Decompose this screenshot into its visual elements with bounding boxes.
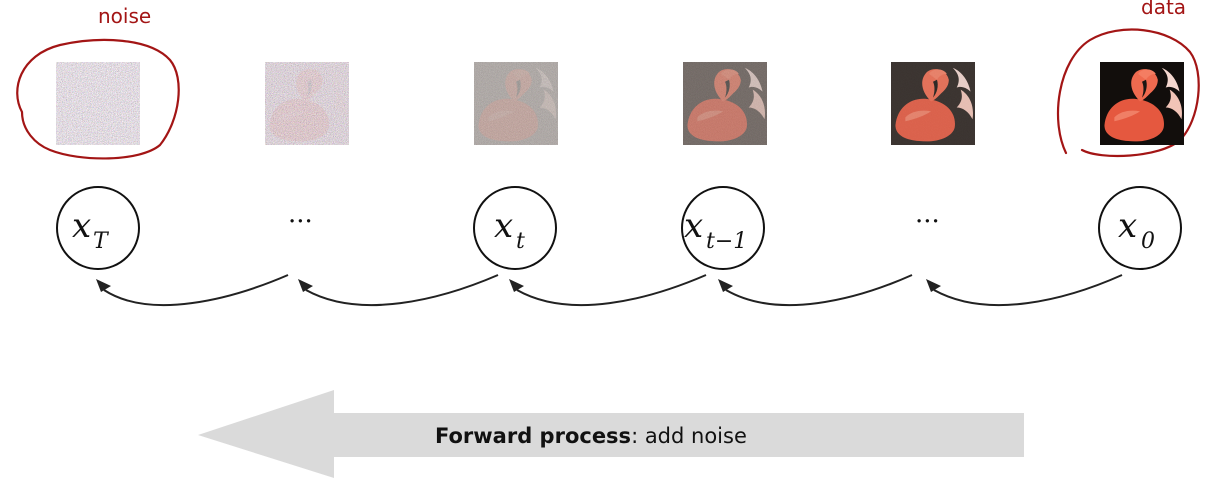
- node-x-0-base: x: [1118, 206, 1137, 246]
- node-x-t-minus-1-base: x: [684, 206, 703, 246]
- data-circle-annotation: [1056, 28, 1200, 158]
- node-x-0: x 0: [1098, 186, 1182, 270]
- ellipsis-right: ···: [915, 207, 940, 237]
- node-x-t-minus-1-subscript: t−1: [706, 229, 747, 254]
- heavy-noise-sample: [265, 62, 349, 145]
- node-x-t-subscript: t: [516, 229, 525, 254]
- arrow-to-ellipsis-left: [305, 274, 499, 306]
- node-x-t-base: x: [494, 206, 513, 246]
- arrow-to-x-T: [103, 274, 289, 306]
- ellipsis-left: ···: [288, 207, 313, 237]
- medium-noise-sample: [474, 62, 558, 145]
- data-label: data: [1141, 0, 1186, 19]
- arrowhead-x-T: [96, 279, 111, 292]
- arrowhead-x-t-minus-1: [718, 279, 733, 292]
- forward-process-rest: : add noise: [631, 424, 747, 448]
- arrow-to-x-t: [516, 274, 707, 306]
- node-x-T-subscript: T: [93, 229, 110, 254]
- clean-data-sample: [1100, 62, 1184, 145]
- arrowhead-ellipsis-left: [298, 279, 313, 292]
- pure-noise-sample: [56, 62, 140, 145]
- arrowhead-ellipsis-right: [926, 279, 941, 292]
- arrow-to-ellipsis-right: [933, 274, 1123, 306]
- node-x-T-base: x: [72, 206, 91, 246]
- noise-label: noise: [98, 4, 151, 28]
- node-x-t-minus-1: x t−1: [681, 186, 765, 270]
- slight-noise-sample: [891, 62, 975, 145]
- forward-process-label: Forward process: add noise: [435, 424, 747, 448]
- node-x-T: x T: [56, 186, 140, 270]
- forward-process-bold: Forward process: [435, 424, 631, 448]
- forward-process-arrow: [198, 390, 1024, 478]
- arrowhead-x-t: [509, 279, 524, 292]
- arrow-to-x-t-minus-1: [725, 274, 913, 306]
- node-x-t: x t: [473, 186, 557, 270]
- light-noise-sample: [683, 62, 767, 145]
- noise-circle-annotation: [16, 38, 180, 160]
- node-x-0-subscript: 0: [1141, 229, 1155, 254]
